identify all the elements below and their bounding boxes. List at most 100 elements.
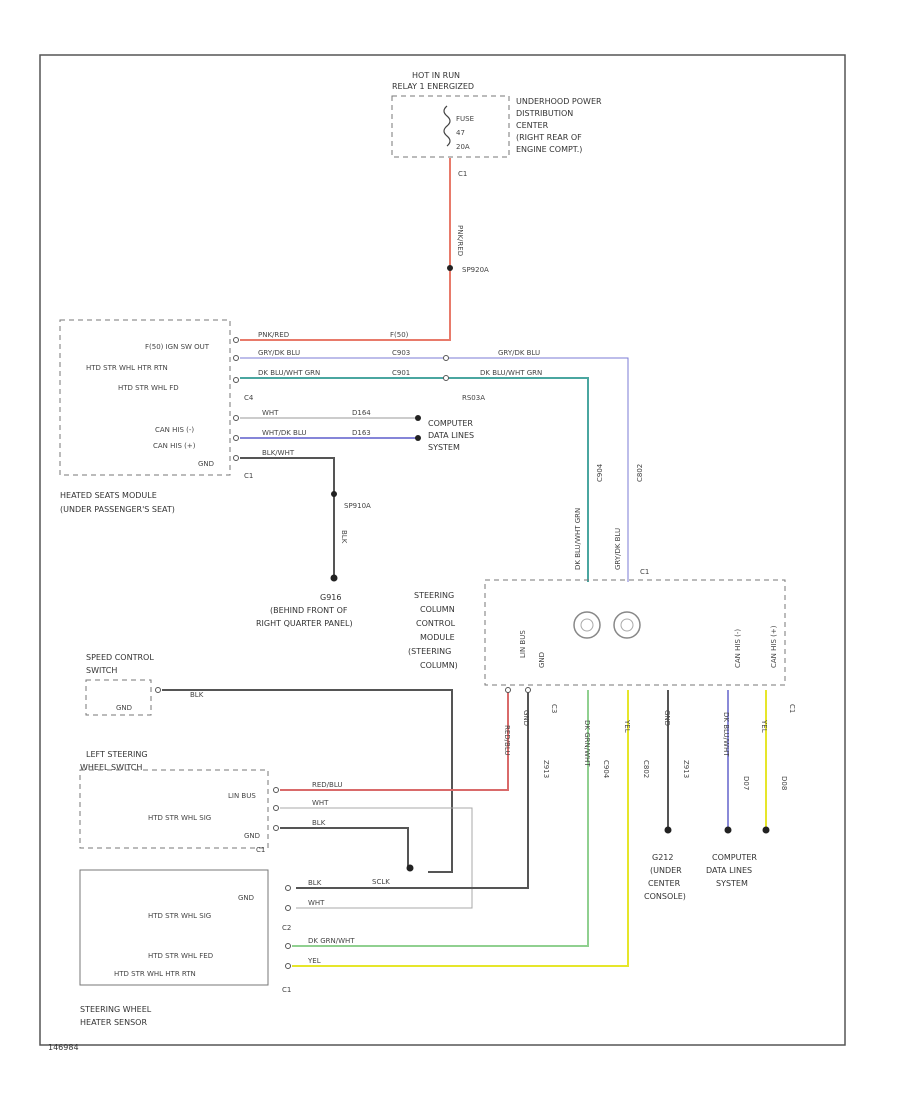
clockspring-splice-label: SCLK bbox=[372, 878, 390, 886]
hsm-pin-marker bbox=[233, 337, 239, 343]
sccm-heater-element-icon bbox=[620, 618, 634, 632]
hsm-pin-marker bbox=[233, 377, 239, 383]
fuse-amps: 20A bbox=[456, 143, 470, 151]
scs-caption-2: SWITCH bbox=[86, 666, 117, 675]
lsws-pin-gnd: GND bbox=[244, 832, 260, 840]
lsws-caption-1: LEFT STEERING bbox=[86, 750, 148, 759]
sccm-pin-marker bbox=[505, 687, 511, 693]
hsm-pin-3: HTD STR WHL FD bbox=[118, 384, 179, 392]
fuse-symbol bbox=[443, 105, 451, 147]
swhs-pin-sig: HTD STR WHL SIG bbox=[148, 912, 211, 920]
hsm-caption-2: (UNDER PASSENGER'S SEAT) bbox=[60, 505, 175, 514]
sccm-caption-6: COLUMN) bbox=[420, 661, 458, 670]
wire-label-c802-low: C802 bbox=[642, 760, 650, 778]
wire-dk-blu-wht-grn bbox=[240, 377, 589, 582]
splice-sp920a-label: SP920A bbox=[462, 266, 489, 274]
wire-label-c904-vert: C904 bbox=[596, 463, 604, 482]
wire-label-dk-blu-wht-vert: DK BLU/WHT bbox=[722, 712, 730, 757]
wire-label-gnd-vert: GND bbox=[522, 710, 530, 726]
cdl-top-caption-1: COMPUTER bbox=[428, 419, 473, 428]
hsm-pin-marker bbox=[233, 415, 239, 421]
cdl-bottom-caption-1: COMPUTER bbox=[712, 853, 757, 862]
wire-heater-return-yel bbox=[292, 690, 629, 967]
pdc-caption-4: (RIGHT REAR OF bbox=[516, 133, 582, 142]
cdl-bottom-caption-3: SYSTEM bbox=[716, 879, 748, 888]
lsws-pin-lin-bus: LIN BUS bbox=[228, 792, 256, 800]
hsm-pin-2: HTD STR WHL HTR RTN bbox=[86, 364, 168, 372]
wire-sccm-gnd bbox=[296, 690, 529, 889]
splice-rs03a-label: RS03A bbox=[462, 394, 485, 402]
wire-label-dk-blu-wht-grn-2: DK BLU/WHT GRN bbox=[480, 369, 542, 377]
wire-label-d163: D163 bbox=[352, 429, 371, 437]
hsm-pin-6: GND bbox=[198, 460, 214, 468]
wire-label-lsws-blk: BLK bbox=[312, 819, 326, 827]
ground-g916-caption-2: RIGHT QUARTER PANEL) bbox=[256, 619, 353, 628]
ground-g212-caption-3: CONSOLE) bbox=[644, 892, 686, 901]
wire-label-wht: WHT bbox=[262, 409, 279, 417]
cdl-node bbox=[724, 826, 732, 834]
wire-heater-feed-dk-grn-wht bbox=[292, 690, 589, 947]
swhs-connector-c2: C2 bbox=[282, 924, 291, 932]
cdl-node bbox=[762, 826, 770, 834]
hsm-caption-1: HEATED SEATS MODULE bbox=[60, 491, 157, 500]
wire-label-blu-vert: GRY/DK BLU bbox=[614, 528, 622, 570]
wire-label-yel-can-vert: YEL bbox=[760, 719, 768, 733]
wire-label-d07-vert: D07 bbox=[742, 776, 750, 790]
scs-pin-gnd: GND bbox=[116, 704, 132, 712]
wire-label-swhs-blk: BLK bbox=[308, 879, 322, 887]
speed-control-switch: SPEED CONTROL SWITCH GND bbox=[85, 653, 161, 716]
swhs-outline bbox=[79, 869, 269, 986]
splice-sp910a-label: SP910A bbox=[344, 502, 371, 510]
lsws-pin-marker bbox=[273, 805, 279, 811]
wire-label-red-blu-vert: RED/BLU bbox=[503, 725, 511, 756]
inline-connector bbox=[443, 355, 449, 361]
swhs-connector-c1: C1 bbox=[282, 986, 291, 994]
cdl-top-caption-3: SYSTEM bbox=[428, 443, 460, 452]
lsws-pin-marker bbox=[273, 787, 279, 793]
pdc-caption-2: DISTRIBUTION bbox=[516, 109, 573, 118]
wire-label-gnd-g212: GND bbox=[663, 710, 671, 726]
wire-label-scs-blk: BLK bbox=[190, 691, 204, 699]
swhs-pin-rtn: HTD STR WHL HTR RTN bbox=[114, 970, 196, 978]
wire-label-d164: D164 bbox=[352, 409, 371, 417]
sccm-caption-4: MODULE bbox=[420, 633, 455, 642]
sccm-pin-can-plus: CAN HIS (+) bbox=[770, 625, 778, 668]
wire-label-gry-dk-blu: GRY/DK BLU bbox=[258, 349, 300, 357]
ground-g212-node bbox=[664, 826, 672, 834]
wire-label-pnk-red-vert: PNK/RED bbox=[456, 225, 464, 256]
hsm-connector-c1: C1 bbox=[244, 472, 253, 480]
cdl-node bbox=[415, 415, 421, 421]
steering-wheel-heater-sensor: GND HTD STR WHL SIG C2 HTD STR WHL FED H… bbox=[79, 869, 291, 1027]
ground-g916-name: G916 bbox=[320, 593, 341, 602]
wire-label-blk-vert: BLK bbox=[340, 530, 348, 544]
wire-label-c903: C903 bbox=[392, 349, 410, 357]
diagram-code: 146984 bbox=[48, 1043, 79, 1052]
sccm-caption-1: STEERING bbox=[414, 591, 454, 600]
wire-label-c901: C901 bbox=[392, 369, 410, 377]
sccm-top-connector: C1 bbox=[640, 568, 649, 576]
swhs-pin-marker bbox=[285, 963, 291, 969]
wire-label-dk-grn-wht-vert: DK GRN/WHT bbox=[583, 720, 591, 767]
swhs-pin-marker bbox=[285, 885, 291, 891]
wire-label-d08-vert: D08 bbox=[780, 776, 788, 790]
hsm-pin-marker bbox=[233, 455, 239, 461]
clockspring-splice-node bbox=[406, 864, 414, 872]
lsws-outline bbox=[79, 769, 269, 849]
scs-caption-1: SPEED CONTROL bbox=[86, 653, 154, 662]
sccm-bottom-connector-left: C3 bbox=[550, 704, 558, 713]
wire-label-dk-blu-wht-grn: DK BLU/WHT GRN bbox=[258, 369, 320, 377]
splice-sp920a bbox=[447, 265, 453, 271]
scs-outline bbox=[85, 679, 152, 716]
inline-connector bbox=[443, 375, 449, 381]
sccm-heater-element-icon bbox=[580, 618, 594, 632]
wire-label-yel-vert: YEL bbox=[623, 719, 631, 733]
swhs-pin-fed: HTD STR WHL FED bbox=[148, 952, 213, 960]
wire-label-wht-dk-blu: WHT/DK BLU bbox=[262, 429, 307, 437]
wire-label-grn-vert: DK BLU/WHT GRN bbox=[574, 508, 582, 570]
wire-lin-red-blu bbox=[280, 690, 509, 791]
fuse-box: HOT IN RUN RELAY 1 ENERGIZED FUSE 47 20A… bbox=[391, 71, 602, 178]
left-steering-wheel-switch: LEFT STEERING WHEEL SWITCH LIN BUS HTD S… bbox=[79, 750, 279, 854]
pdc-caption-1: UNDERHOOD POWER bbox=[516, 97, 602, 106]
ground-g212-name: G212 bbox=[652, 853, 673, 862]
sccm-pin-gnd: GND bbox=[538, 652, 546, 668]
